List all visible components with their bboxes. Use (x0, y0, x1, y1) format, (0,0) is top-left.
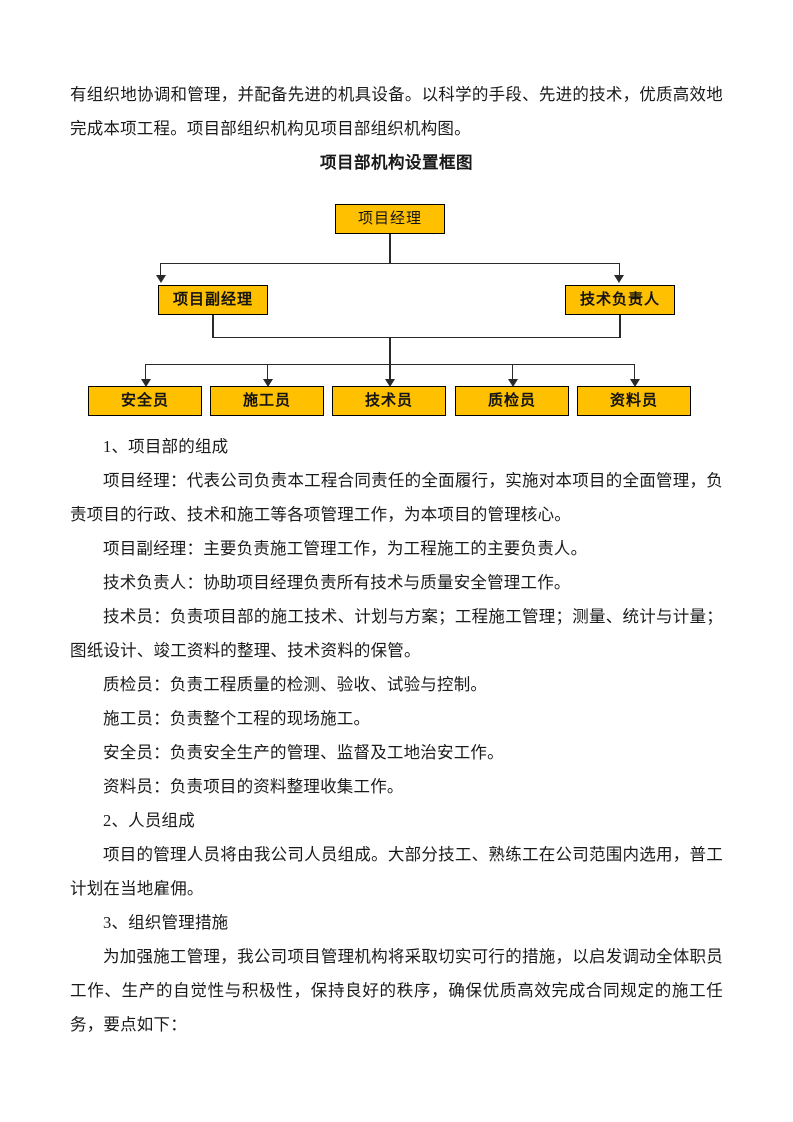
arrow-to-tech-lead (614, 275, 625, 283)
chart-title: 项目部机构设置框图 (320, 153, 473, 172)
org-node-safety-officer[interactable]: 安全员 (88, 386, 202, 416)
connector-to-qc (512, 364, 514, 381)
section-1-paragraph-6: 施工员：负责整个工程的现场施工。 (103, 709, 371, 728)
section-heading-1: 1、项目部的组成 (103, 437, 229, 456)
connector-merge-center-down (389, 337, 391, 365)
section-1-paragraph-3: 技术负责人：协助项目经理负责所有技术与质量安全管理工作。 (103, 573, 571, 592)
arrow-to-technician (384, 379, 395, 387)
section-1-paragraph-5: 质检员：负责工程质量的检测、验收、试验与控制。 (103, 675, 488, 694)
connector-tech-lead-down (619, 315, 621, 338)
section-3-paragraph-1: 为加强施工管理，我公司项目管理机构将采取切实可行的措施，以启发调动全体职员工作、… (70, 947, 723, 1034)
connector-to-documentation (634, 364, 636, 381)
connector-to-tech-lead (618, 263, 620, 277)
org-chart: 项目经理 项目副经理 技术负责人 (70, 196, 723, 418)
intro-paragraph: 有组织地协调和管理，并配备先进的机具设备。以科学的手段、先进的技术，优质高效地完… (70, 85, 723, 138)
connector-to-safety (145, 364, 147, 381)
connector-level2-merge-bar (212, 337, 621, 339)
arrow-to-construction (262, 379, 273, 387)
section-1-paragraph-1: 项目经理：代表公司负责本工程合同责任的全面履行，实施对本项目的全面管理，负责项目… (70, 471, 723, 524)
document-body: 有组织地协调和管理，并配备先进的机具设备。以科学的手段、先进的技术，优质高效地完… (70, 78, 723, 1042)
section-1-paragraph-4: 技术员：负责项目部的施工技术、计划与方案；工程施工管理；测量、统计与计量；图纸设… (70, 607, 723, 660)
arrow-to-qc (507, 379, 518, 387)
section-1-paragraph-7: 安全员：负责安全生产的管理、监督及工地治安工作。 (103, 743, 504, 762)
arrow-to-safety (140, 379, 151, 387)
section-2-paragraph-1: 项目的管理人员将由我公司人员组成。大部分技工、熟练工在公司范围内选用，普工计划在… (70, 845, 723, 898)
org-node-construction-officer[interactable]: 施工员 (210, 386, 324, 416)
org-node-technician[interactable]: 技术员 (332, 386, 446, 416)
org-node-project-manager[interactable]: 项目经理 (335, 204, 445, 234)
section-1-paragraph-8: 资料员：负责项目的资料整理收集工作。 (103, 777, 404, 796)
section-1-paragraph-2: 项目副经理：主要负责施工管理工作，为工程施工的主要负责人。 (103, 539, 588, 558)
connector-to-technician (389, 364, 391, 381)
arrow-to-deputy (155, 275, 166, 283)
connector-pm-down (389, 234, 391, 264)
section-heading-2: 2、人员组成 (103, 811, 195, 830)
connector-to-construction (267, 364, 269, 381)
connector-deputy-down (212, 315, 214, 338)
arrow-to-documentation (629, 379, 640, 387)
org-node-quality-inspector[interactable]: 质检员 (455, 386, 569, 416)
connector-to-deputy (160, 263, 162, 277)
connector-level1-bar (160, 263, 620, 265)
section-heading-3: 3、组织管理措施 (103, 913, 229, 932)
org-node-technical-lead[interactable]: 技术负责人 (565, 285, 675, 315)
org-node-deputy-project-manager[interactable]: 项目副经理 (158, 285, 268, 315)
org-node-documentation-officer[interactable]: 资料员 (577, 386, 691, 416)
